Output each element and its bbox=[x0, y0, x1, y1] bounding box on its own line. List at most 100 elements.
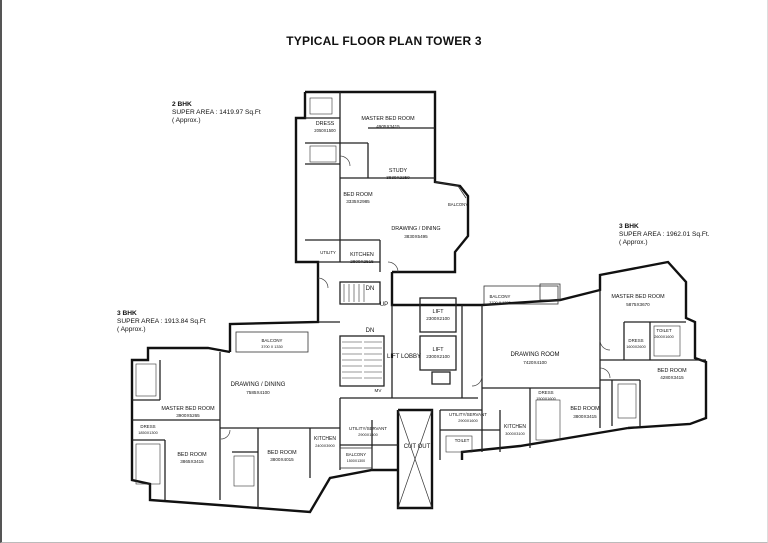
fixtures bbox=[135, 97, 681, 487]
room-label: DRESS bbox=[316, 121, 335, 127]
room-dim: 1500X1300 bbox=[347, 459, 365, 463]
room-label: MASTER BED ROOM bbox=[161, 406, 215, 412]
shaft bbox=[431, 371, 451, 385]
door bbox=[599, 339, 611, 351]
room-label: MASTER BED ROOM bbox=[361, 116, 415, 122]
unit-type: 2 BHK bbox=[172, 101, 192, 108]
toilet-fixture bbox=[309, 145, 337, 163]
stair-treads bbox=[342, 284, 382, 379]
door bbox=[599, 367, 611, 379]
wall-right-south bbox=[460, 426, 629, 460]
room-dim: 5875X3670 bbox=[626, 302, 650, 307]
room-label: DRAWING / DINING bbox=[391, 226, 440, 232]
unit-area: SUPER AREA : 1419.97 Sq.Ft bbox=[172, 109, 261, 117]
room-label: DRAWING / DINING bbox=[231, 382, 286, 388]
room-dim: 7420X4100 bbox=[523, 360, 547, 365]
room-label: DRESS bbox=[140, 424, 155, 429]
room-dim: 3900X5265 bbox=[176, 413, 200, 418]
room-label: STUDY bbox=[389, 168, 408, 174]
room-label: KITCHEN bbox=[314, 436, 336, 442]
toilet-fixture bbox=[535, 399, 561, 441]
room-dim: 1600X2600 bbox=[626, 345, 645, 349]
room-labels: DRESS 2050X1500 MASTER BED ROOM 4905X341… bbox=[138, 116, 687, 464]
stair-south bbox=[339, 335, 385, 387]
room-label: CUT OUT bbox=[404, 444, 431, 450]
room-label: BED ROOM bbox=[177, 452, 207, 458]
room-dim: 3800X4015 bbox=[270, 457, 294, 462]
door-swings bbox=[220, 155, 611, 440]
stair-north bbox=[339, 281, 381, 305]
toilet-fixture bbox=[617, 383, 637, 419]
room-dim: 2400X3900 bbox=[315, 444, 334, 448]
bay-window bbox=[434, 181, 467, 199]
room-dim: 4280X3415 bbox=[660, 375, 684, 380]
room-label: LIFT LOBBY bbox=[387, 354, 421, 360]
room-label: BALCONY bbox=[448, 202, 468, 207]
room-dim: 4905X3415 bbox=[376, 124, 400, 129]
room-dim: 1500X1600 bbox=[536, 397, 555, 401]
toilet-fixture bbox=[309, 97, 333, 115]
toilet-fixture bbox=[445, 435, 473, 453]
balcony-left bbox=[235, 331, 309, 353]
room-dim: 2300X2100 bbox=[426, 316, 450, 321]
wall-core-north bbox=[390, 272, 482, 307]
room-label: KITCHEN bbox=[504, 424, 526, 430]
room-label: LIFT bbox=[432, 309, 444, 315]
unit-info-3bhk-left: 3 BHK SUPER AREA : 1913.84 Sq.Ft ( Appro… bbox=[117, 310, 206, 335]
room-label: DRESS bbox=[628, 338, 643, 343]
room-label: BALCONY bbox=[490, 294, 511, 299]
room-dim: 2600X1600 bbox=[654, 335, 673, 339]
room-dim: 2900X1600 bbox=[458, 419, 477, 423]
room-dim: 1850X1300 bbox=[138, 431, 157, 435]
unit-area: SUPER AREA : 1913.84 Sq.Ft bbox=[117, 318, 206, 326]
unit-info-2bhk: 2 BHK SUPER AREA : 1419.97 Sq.Ft ( Appro… bbox=[172, 101, 261, 126]
lift-shaft-1 bbox=[419, 297, 457, 333]
unit-note: ( Approx.) bbox=[619, 239, 648, 247]
wall-right-outline bbox=[481, 260, 708, 430]
unit-note: ( Approx.) bbox=[117, 326, 146, 334]
room-dim: 3700 X 1330 bbox=[489, 301, 511, 305]
wall-core-west bbox=[228, 278, 320, 352]
balcony-mid bbox=[483, 285, 559, 305]
stair-up-label: UP bbox=[380, 302, 388, 308]
toilet-fixture bbox=[135, 363, 157, 397]
toilet-fixture bbox=[135, 443, 161, 485]
room-label: DRESS bbox=[538, 390, 553, 395]
unit-area: SUPER AREA : 1962.01 Sq.Ft. bbox=[619, 231, 710, 239]
room-dim: 3830X5495 bbox=[404, 234, 428, 239]
room-label: DRAWING ROOM bbox=[510, 352, 559, 358]
toilet-fixture bbox=[233, 455, 255, 487]
balcony-south bbox=[339, 447, 373, 469]
stair-down-label: DN bbox=[366, 328, 375, 334]
unit-type: 3 BHK bbox=[619, 223, 639, 230]
room-dim: 2300X2100 bbox=[426, 354, 450, 359]
room-label: UTILITY bbox=[320, 250, 336, 255]
unit-type: 3 BHK bbox=[117, 310, 137, 317]
room-label: BED ROOM bbox=[267, 450, 297, 456]
room-label: BALCONY bbox=[346, 452, 366, 457]
room-label: BED ROOM bbox=[570, 406, 600, 412]
lift-shaft-2 bbox=[419, 335, 457, 371]
room-label: TOILET bbox=[656, 328, 672, 333]
room-dim: 3865X3415 bbox=[180, 459, 204, 464]
balconies bbox=[235, 181, 561, 469]
room-label: TOILET bbox=[455, 438, 470, 443]
unit-info-3bhk-right: 3 BHK SUPER AREA : 1962.01 Sq.Ft. ( Appr… bbox=[619, 223, 710, 248]
room-label: UTILITY/SERVANT bbox=[349, 426, 387, 431]
door bbox=[220, 429, 231, 440]
room-label: BED ROOM bbox=[343, 192, 373, 198]
plan-title: TYPICAL FLOOR PLAN TOWER 3 bbox=[286, 34, 482, 48]
door bbox=[339, 155, 351, 167]
room-label: MASTER BED ROOM bbox=[611, 294, 665, 300]
room-dim: 3000X3100 bbox=[505, 432, 524, 436]
unit-note: ( Approx.) bbox=[172, 117, 201, 125]
room-label: KITCHEN bbox=[350, 252, 374, 258]
cutout-cross bbox=[397, 409, 433, 509]
balcony-small bbox=[539, 283, 561, 301]
door bbox=[317, 277, 329, 289]
door bbox=[387, 261, 399, 273]
door bbox=[471, 375, 483, 387]
room-dim: 2900X1600 bbox=[358, 433, 377, 437]
toilet-fixture bbox=[653, 325, 681, 357]
